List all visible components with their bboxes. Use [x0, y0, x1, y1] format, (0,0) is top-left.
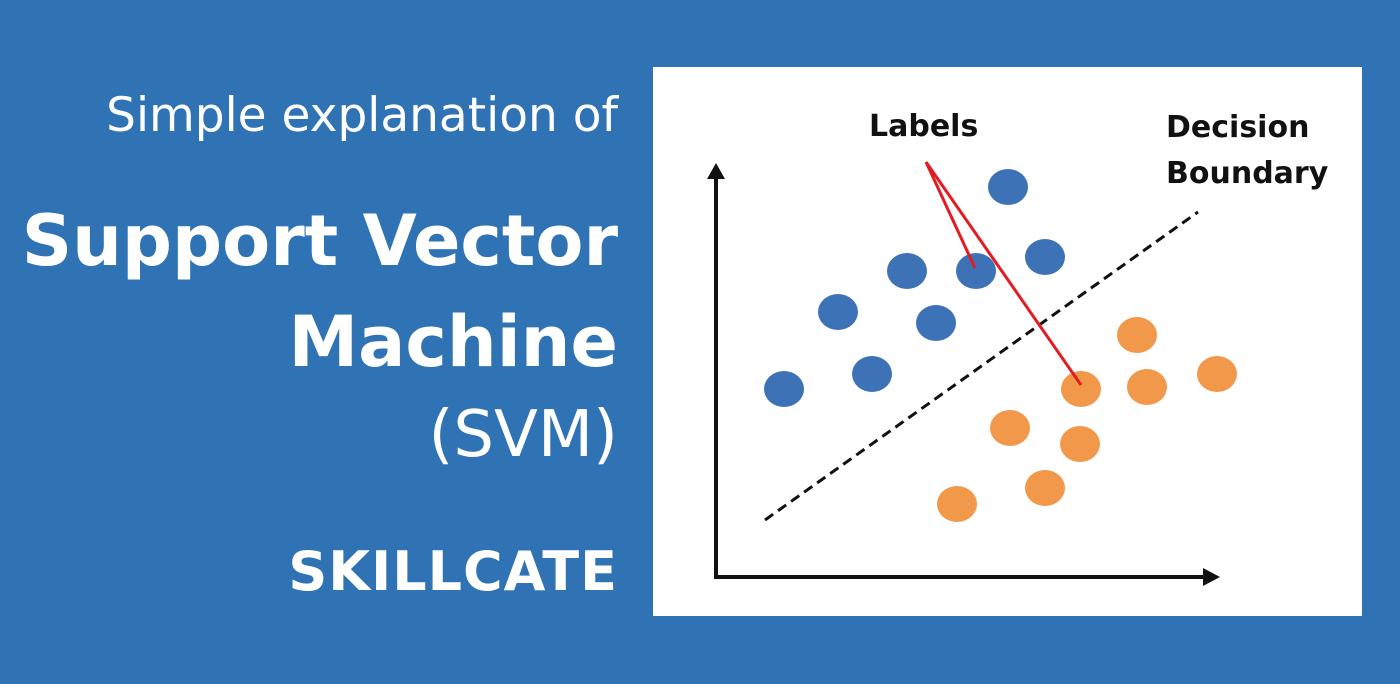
x-axis-arrowhead: [1203, 568, 1220, 586]
y-axis-arrowhead: [707, 163, 725, 179]
blue-point: [852, 356, 892, 392]
decision-boundary-label-line1: Decision: [1166, 110, 1309, 145]
title-line-2: Machine: [288, 301, 618, 383]
blue-point: [956, 253, 996, 289]
orange-point: [1060, 426, 1100, 462]
label-pointer-to-orange: [924, 161, 1083, 386]
orange-class-points: [937, 317, 1237, 522]
label-pointer-to-blue: [924, 161, 977, 269]
decision-boundary-label-line2: Boundary: [1166, 156, 1329, 191]
blue-point: [1025, 239, 1065, 275]
orange-point: [937, 486, 977, 522]
title-line-1: Support Vector: [21, 200, 618, 282]
blue-point: [887, 253, 927, 289]
svm-diagram-panel: Labels Decision Boundary: [653, 67, 1362, 616]
blue-class-points: [764, 169, 1065, 407]
orange-point: [1127, 369, 1167, 405]
blue-point: [916, 305, 956, 341]
orange-point: [1197, 356, 1237, 392]
title-block: Simple explanation of Support Vector Mac…: [0, 0, 618, 684]
subtitle: Simple explanation of: [106, 88, 618, 143]
title-line-3: (SVM): [428, 398, 618, 472]
orange-point: [1025, 470, 1065, 506]
labels-annotation: Labels: [869, 109, 978, 144]
svm-diagram: Labels Decision Boundary: [707, 109, 1329, 586]
decision-boundary-line: [764, 210, 1199, 522]
blue-point: [818, 294, 858, 330]
blue-point: [988, 169, 1028, 205]
orange-point: [1061, 371, 1101, 407]
brand-name: SKILLCATE: [288, 540, 618, 603]
orange-point: [990, 410, 1030, 446]
orange-point: [1117, 317, 1157, 353]
blue-point: [764, 371, 804, 407]
